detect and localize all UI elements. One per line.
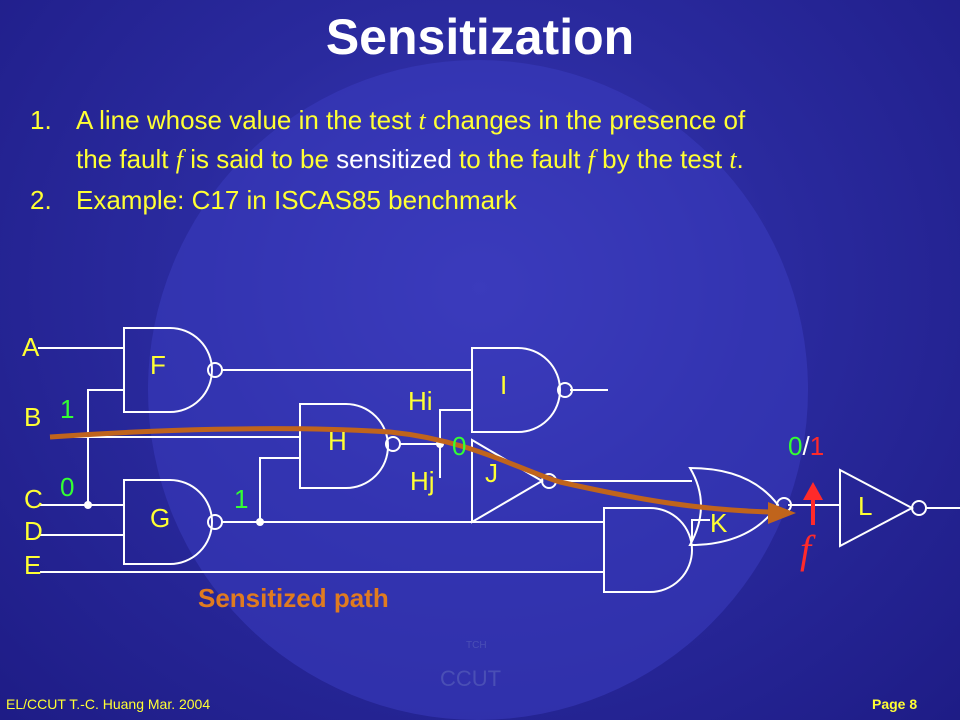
sensitized-path — [49, 426, 771, 515]
gate-label-j: J — [485, 458, 498, 488]
junction-c — [84, 501, 92, 509]
gate-label-h: H — [328, 426, 347, 456]
gate-label-k: K — [710, 508, 728, 538]
gate-l-bubble — [911, 500, 927, 516]
fault-label: f — [800, 527, 812, 572]
gate-i — [471, 347, 561, 433]
input-label-a: A — [22, 332, 40, 362]
input-label-d: D — [24, 516, 43, 546]
value-c: 0 — [60, 472, 75, 502]
input-label-b: B — [24, 402, 42, 432]
bullet-number: 1. — [30, 105, 52, 135]
sensitized-path-arrowhead — [768, 502, 796, 524]
value-faulty: 1 — [809, 431, 825, 461]
bullet-text: to the fault — [451, 144, 588, 174]
gate-label-l: L — [858, 491, 873, 521]
bullet-var: t — [418, 106, 426, 135]
gate-i-bubble — [557, 382, 573, 398]
value-g: 1 — [234, 484, 249, 514]
bullet-text: Example: C17 in ISCAS85 benchmark — [76, 185, 517, 215]
bullet-text: . — [736, 144, 744, 174]
gate-label-i: I — [500, 370, 508, 400]
gate-h-bubble — [385, 436, 401, 452]
branch-label-hj: Hj — [410, 466, 435, 496]
bullet-var: t — [729, 145, 737, 174]
branch-label-hi: Hi — [408, 386, 433, 416]
wire-kand-out — [691, 519, 710, 540]
bullet-1: 1. A line whose value in the test t chang… — [30, 101, 745, 179]
bullet-text: is said to be — [182, 144, 337, 174]
wire-c-branch — [87, 389, 124, 505]
junction-g — [256, 518, 264, 526]
value-hj: 0 — [452, 431, 467, 461]
bullet-text: changes in the presence of — [425, 105, 746, 135]
bullet-var: f — [175, 145, 183, 174]
footer-page-number: Page 8 — [872, 696, 918, 712]
gate-k-and — [603, 507, 693, 593]
wire-g-out — [222, 457, 300, 523]
sensitized-path-label: Sensitized path — [198, 583, 389, 613]
gate-label-g: G — [150, 503, 171, 533]
value-good: 0 — [788, 431, 803, 461]
logo-text: CCUT — [440, 666, 502, 691]
input-label-c: C — [24, 484, 43, 514]
page-title: Sensitization — [325, 9, 635, 65]
input-label-e: E — [24, 550, 42, 580]
value-k-output: 0/1 — [788, 431, 824, 462]
value-slash: / — [802, 431, 810, 461]
bullet-highlight: sensitized — [336, 144, 452, 174]
bullet-text: the fault — [76, 144, 176, 174]
gate-g — [123, 479, 213, 565]
gate-l — [839, 468, 915, 548]
gate-label-f: F — [150, 350, 166, 380]
wire-hi — [439, 409, 472, 444]
bullet-number: 2. — [30, 185, 52, 215]
gate-g-bubble — [207, 514, 223, 530]
bullet-text: A line whose value in the test — [76, 105, 419, 135]
gate-f — [123, 327, 213, 413]
logo-small-text: TCH — [466, 640, 487, 651]
gate-f-bubble — [207, 362, 223, 378]
footer-author: EL/CCUT T.-C. Huang Mar. 2004 — [6, 696, 211, 712]
bullet-text: by the test — [594, 144, 730, 174]
bullet-2: 2. Example: C17 in ISCAS85 benchmark — [30, 181, 517, 219]
bullet-var: f — [587, 145, 595, 174]
fault-arrowhead — [803, 482, 823, 500]
value-b: 1 — [60, 394, 75, 424]
